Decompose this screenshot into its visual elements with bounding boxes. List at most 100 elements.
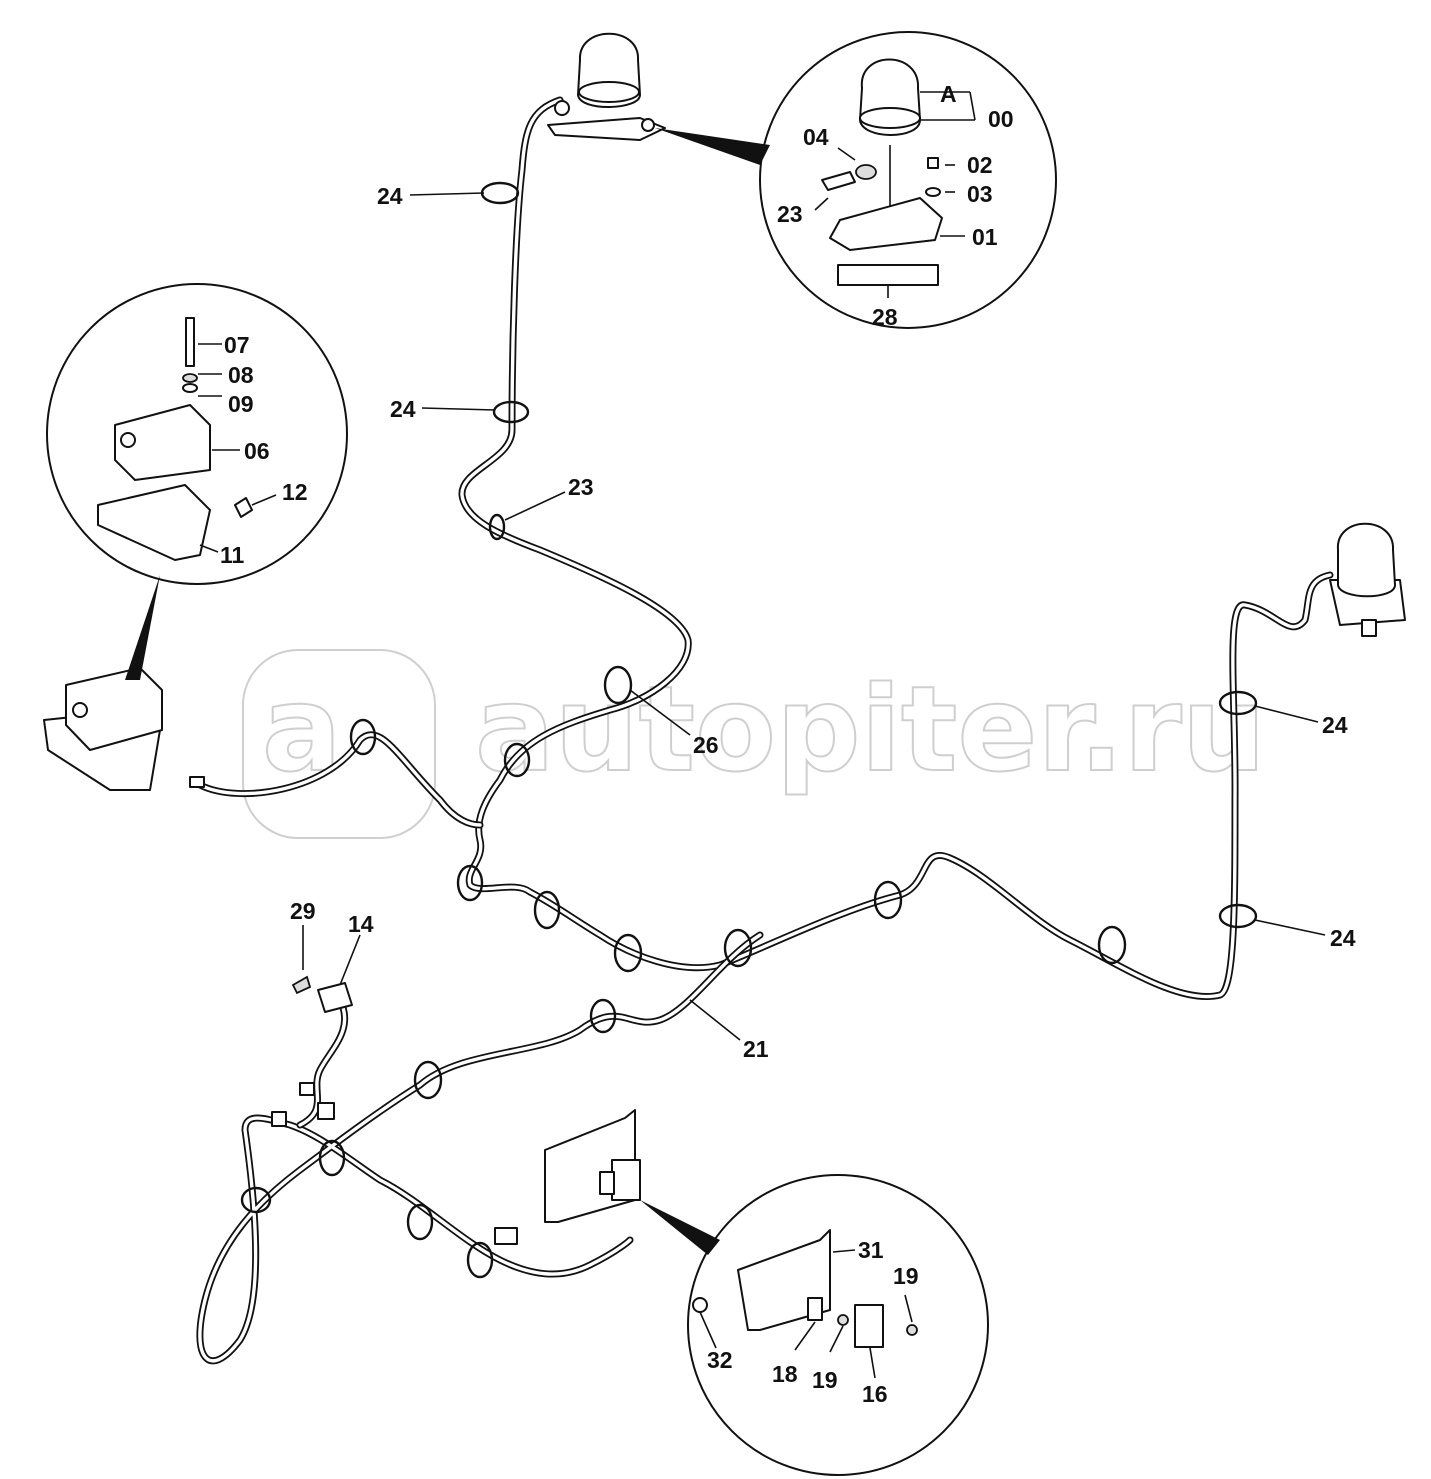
clamp-left-branch xyxy=(349,718,377,756)
clamp-lower-1 xyxy=(533,890,561,930)
harness-connector-a xyxy=(299,1082,315,1096)
connector-parts xyxy=(271,975,518,1245)
clamp-21-2 xyxy=(413,1060,443,1100)
leader-24-right-upper xyxy=(1254,705,1319,723)
label-16: 16 xyxy=(862,1381,888,1407)
detail-bar-28 xyxy=(837,264,939,286)
detail-beacon-circle xyxy=(759,31,1057,329)
label-26: 26 xyxy=(693,732,719,758)
detail-beacon xyxy=(655,31,1057,329)
label-31: 31 xyxy=(858,1237,884,1263)
controller-plug xyxy=(189,776,205,788)
leader-19-middle xyxy=(829,1325,844,1353)
leader-24-right-lower xyxy=(1254,919,1326,936)
leader-12 xyxy=(251,494,277,506)
beacon-lamp-right xyxy=(1329,522,1406,637)
detail-beacon-ring xyxy=(859,107,921,129)
clamp-24-right-upper xyxy=(1218,690,1258,716)
connector-14 xyxy=(317,982,353,1013)
detail-nut-19b xyxy=(906,1324,918,1336)
clamp-junction xyxy=(456,864,484,902)
label-23-harness: 23 xyxy=(568,474,594,500)
detail-terminal-23 xyxy=(821,171,856,191)
leader-21 xyxy=(689,999,741,1041)
label-12: 12 xyxy=(282,479,308,505)
controller-connector xyxy=(72,702,88,718)
leader-A-bracket xyxy=(969,91,976,121)
leader-04 xyxy=(837,147,856,161)
label-28: 28 xyxy=(872,304,898,330)
leader-26 xyxy=(629,689,691,736)
label-32: 32 xyxy=(707,1347,733,1373)
detail-relay-pointer xyxy=(640,1200,720,1255)
harness-connector-c xyxy=(271,1111,287,1127)
clamp-21-6 xyxy=(466,1241,494,1279)
clamp-21-4 xyxy=(240,1186,272,1214)
harness-connector-b xyxy=(317,1102,335,1120)
relay-18-main xyxy=(599,1171,615,1195)
detail-washer-03 xyxy=(925,187,941,197)
main-leader-lines xyxy=(302,192,1326,1041)
detail-controller xyxy=(46,283,348,680)
detail-relay-18 xyxy=(807,1297,823,1321)
detail-relay xyxy=(640,1174,989,1476)
leader-24-middle xyxy=(421,407,496,411)
label-14: 14 xyxy=(348,911,374,937)
harness-clamps xyxy=(240,181,1258,1279)
label-03: 03 xyxy=(967,181,993,207)
label-24-right-lower: 24 xyxy=(1330,925,1356,951)
controller-box-assembly xyxy=(43,667,205,791)
relay-plate-assembly xyxy=(544,1109,641,1223)
detail-relay-16 xyxy=(854,1304,884,1348)
detail-bracket-11 xyxy=(97,484,211,561)
detail-grommet-04 xyxy=(855,164,877,180)
leader-19-right xyxy=(904,1294,913,1323)
label-19-right: 19 xyxy=(893,1263,919,1289)
label-07: 07 xyxy=(224,332,250,358)
beacon-mount-right xyxy=(1361,619,1377,637)
part-labels: A 00 04 02 03 23 01 28 07 08 09 06 12 11… xyxy=(220,81,1356,1407)
detail-box-06 xyxy=(114,404,211,481)
label-06: 06 xyxy=(244,438,270,464)
detail-bracket-01 xyxy=(829,197,943,251)
label-24-right-upper: 24 xyxy=(1322,712,1348,738)
leader-32 xyxy=(699,1311,717,1349)
detail-screw-32 xyxy=(692,1297,708,1313)
leader-16 xyxy=(869,1347,876,1379)
leader-31 xyxy=(832,1249,856,1253)
clamp-21-1 xyxy=(589,998,617,1034)
label-08: 08 xyxy=(228,362,254,388)
beacon-lamp-top xyxy=(547,32,666,141)
clamp-24-middle xyxy=(492,400,530,424)
clamp-23-harness xyxy=(488,513,506,541)
watermark-text: autopiter.ru xyxy=(475,660,1266,798)
label-11: 11 xyxy=(220,542,245,568)
watermark-logo-letter: a xyxy=(262,660,342,798)
detail-plug-12 xyxy=(234,497,253,518)
clamp-lower-5 xyxy=(1097,925,1127,965)
clamp-21-5 xyxy=(406,1203,434,1241)
leader-14 xyxy=(339,934,361,986)
clamp-26 xyxy=(603,665,633,705)
label-21: 21 xyxy=(743,1036,769,1062)
clamp-24-right-lower xyxy=(1218,903,1258,929)
detail-bolt-02 xyxy=(927,157,939,169)
clamp-24-top xyxy=(480,181,520,205)
label-02: 02 xyxy=(967,152,993,178)
leader-18 xyxy=(794,1321,816,1351)
beacon-lens-ring-top xyxy=(578,81,640,103)
relay-16-main xyxy=(611,1159,641,1201)
clamp-upper-branch xyxy=(503,742,531,778)
clamp-lower-4 xyxy=(873,880,903,920)
leader-24-top xyxy=(409,192,485,196)
label-A: A xyxy=(940,81,957,107)
harness-connector-d xyxy=(494,1227,518,1245)
label-24-top: 24 xyxy=(377,183,403,209)
beacon-bracket-top xyxy=(547,117,666,141)
clamp-21-3 xyxy=(318,1139,346,1177)
label-04: 04 xyxy=(803,124,829,150)
leader-23-detail xyxy=(814,197,829,211)
label-29: 29 xyxy=(290,898,316,924)
